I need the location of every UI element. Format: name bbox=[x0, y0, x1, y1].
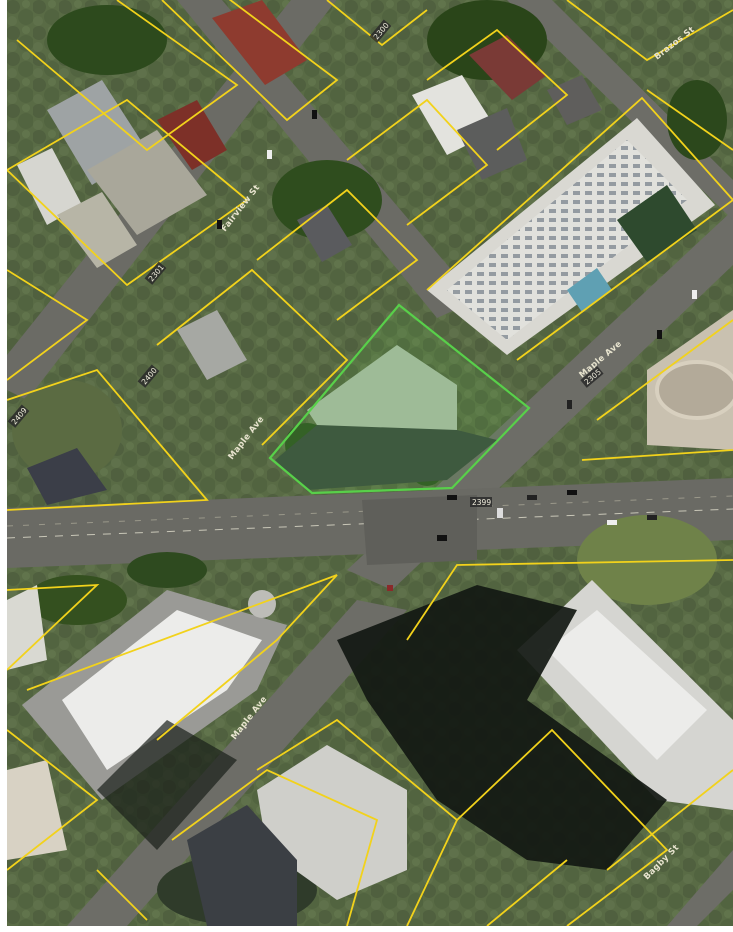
intersection bbox=[362, 495, 477, 565]
highlight-parking bbox=[275, 425, 497, 490]
aerial-map-svg: Fairview St Maple Ave Maple Ave Maple Av… bbox=[7, 0, 733, 926]
parcel-line bbox=[426, 28, 569, 151]
parcel-line bbox=[16, 0, 239, 152]
parcel-line bbox=[256, 718, 459, 926]
building-office-green-roof bbox=[617, 185, 697, 262]
building-red-roof-2 bbox=[157, 100, 227, 170]
building-office-panels bbox=[447, 140, 687, 340]
parcel-line bbox=[606, 769, 733, 871]
parcel-outline-layer bbox=[7, 0, 733, 926]
street-brazos bbox=[177, 0, 477, 318]
shadow-layer bbox=[97, 585, 667, 870]
building-lower-right-roof bbox=[547, 610, 707, 760]
address-2399: 2399 bbox=[472, 498, 491, 507]
parcel-line bbox=[156, 268, 349, 446]
building-garage-ramp bbox=[655, 360, 733, 420]
parcel-line bbox=[646, 89, 733, 151]
building-house-5 bbox=[177, 310, 247, 380]
parcel-line bbox=[7, 368, 209, 511]
aerial-map[interactable]: Fairview St Maple Ave Maple Ave Maple Av… bbox=[7, 0, 733, 926]
parcel-line bbox=[581, 449, 733, 461]
building-layer bbox=[7, 0, 733, 926]
parcel-line bbox=[326, 0, 428, 47]
parcel-line bbox=[566, 0, 733, 62]
street-bagby bbox=[667, 850, 733, 926]
parcel-line bbox=[256, 188, 419, 321]
vegetation-layer bbox=[12, 0, 727, 925]
building-pool bbox=[567, 268, 612, 312]
building-gray-house-3 bbox=[17, 148, 82, 225]
parcel-line bbox=[346, 98, 489, 226]
parcel-line bbox=[171, 768, 379, 926]
building-lower-center-dark bbox=[187, 805, 297, 926]
parcel-line bbox=[456, 728, 669, 926]
parcel-line bbox=[486, 859, 568, 926]
parcel-line bbox=[96, 869, 148, 921]
building-gray-house-4 bbox=[57, 192, 137, 268]
parcel-line bbox=[596, 319, 733, 421]
building-house-6 bbox=[27, 448, 107, 505]
parcel-line bbox=[7, 98, 249, 287]
building-house-8 bbox=[457, 108, 527, 180]
building-house-9 bbox=[547, 75, 602, 125]
parcel-line bbox=[406, 559, 733, 641]
parcel-line bbox=[7, 269, 89, 381]
parcel-line bbox=[7, 583, 100, 671]
building-shadow-left bbox=[97, 720, 237, 850]
building-lower-left-roof bbox=[62, 610, 262, 770]
parcel-line bbox=[7, 729, 99, 871]
parcel-line bbox=[26, 574, 338, 741]
building-red-roof-3 bbox=[469, 35, 547, 100]
building-highlight-complex bbox=[307, 345, 457, 440]
parcel-line bbox=[426, 96, 733, 361]
highlighted-parcel[interactable] bbox=[268, 303, 531, 495]
building-gray-house-2 bbox=[87, 130, 207, 235]
building-left-small bbox=[7, 585, 47, 670]
parcel-line bbox=[161, 0, 339, 122]
tower-shadow bbox=[337, 585, 667, 870]
building-red-roof-1 bbox=[212, 0, 307, 85]
vehicle-layer bbox=[217, 110, 697, 591]
